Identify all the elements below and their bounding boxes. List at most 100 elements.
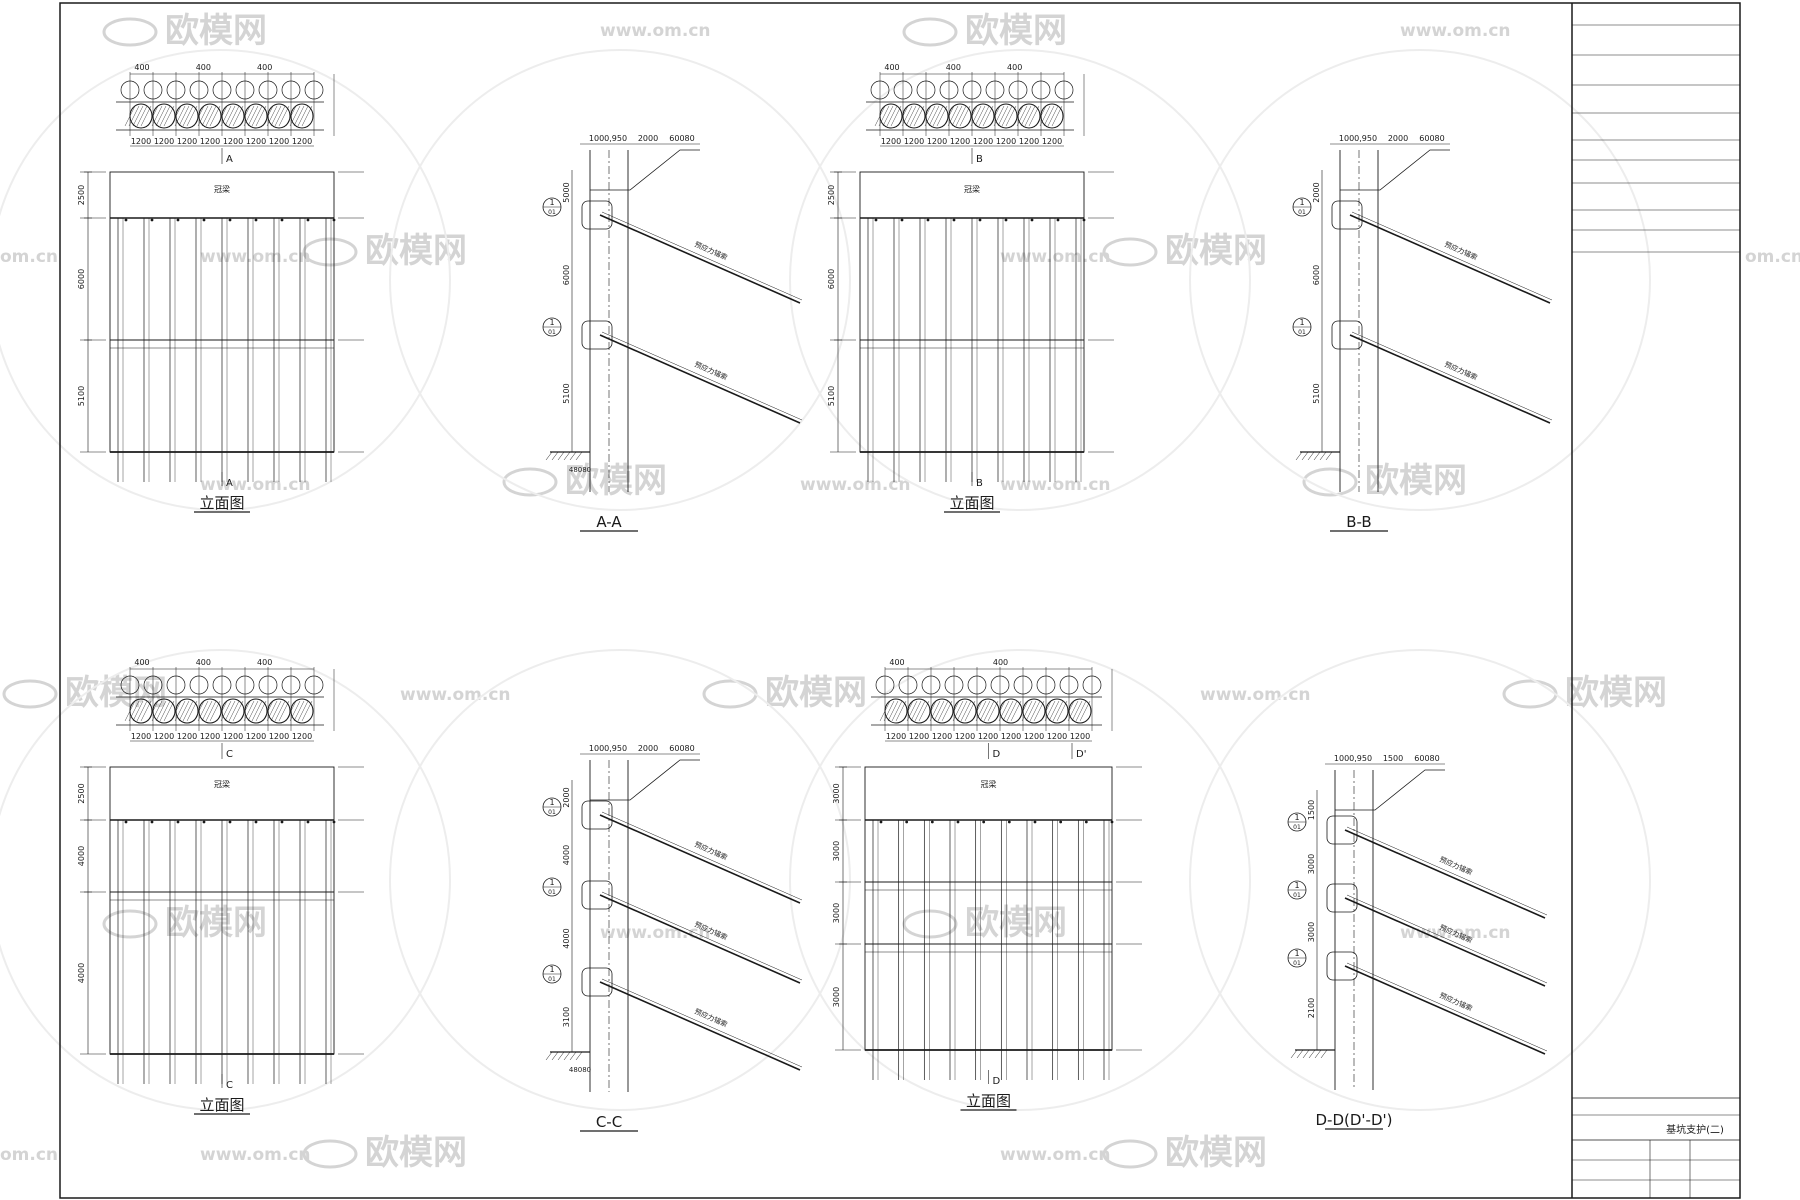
watermark-logo-icon <box>1102 1139 1158 1169</box>
pile-hatch <box>232 105 244 127</box>
vertical-dim: 6000 <box>77 269 86 289</box>
axis-label-2: D' <box>1076 749 1086 760</box>
ground-hatch <box>545 451 553 461</box>
pile-hatch <box>1056 700 1068 722</box>
axis-label-bottom: A <box>226 478 233 489</box>
plan-dim: 1200 <box>996 137 1016 146</box>
detail-bubble-number: 1 <box>1299 318 1304 327</box>
watermark-logo-text: 欧模网 <box>165 11 267 51</box>
plan-dim: 1200 <box>932 732 952 741</box>
section-top-dim: 2000 <box>1388 134 1408 143</box>
plan-dim: 1200 <box>904 137 924 146</box>
pile-hatch <box>952 700 964 722</box>
plan-dim: 1200 <box>1042 137 1062 146</box>
pile-hatch <box>1047 105 1059 127</box>
anchor-detail-box <box>581 320 613 350</box>
plan-dim: 1200 <box>131 137 151 146</box>
plan-dim: 1200 <box>1024 732 1044 741</box>
pile-hatch <box>159 105 171 127</box>
pile-hatch <box>983 700 995 722</box>
watermark-logo-icon <box>1302 467 1358 497</box>
anchor-detail-box <box>581 200 613 230</box>
anchor-head <box>1007 820 1011 824</box>
pile-hatch <box>224 105 236 127</box>
pile-hatch <box>909 105 921 127</box>
ground-hatch <box>569 1051 577 1061</box>
panel-title: B-B <box>1346 513 1371 531</box>
pile-hatch <box>201 105 213 127</box>
plan-dim: 1200 <box>269 137 289 146</box>
watermark-logo-icon <box>302 237 358 267</box>
section-top-dim: 1500 <box>1383 754 1403 763</box>
section-vertical-dim: 5000 <box>562 182 571 202</box>
pile-hatch <box>136 700 148 722</box>
anchor-head <box>332 820 336 824</box>
pile-hatch <box>955 105 967 127</box>
anchor-head <box>1059 820 1063 824</box>
vertical-dim: 5100 <box>77 386 86 406</box>
ground-hatch <box>569 451 577 461</box>
pile-hatch <box>186 700 198 722</box>
plan-dim: 1200 <box>909 732 929 741</box>
section-top-dim: 60080 <box>1414 754 1439 763</box>
pile-hatch <box>297 700 309 722</box>
section-top-dim: 2000 <box>638 134 658 143</box>
vertical-dim: 3000 <box>832 783 841 803</box>
watermark-url-edge: om.cn <box>0 247 58 267</box>
anchor-cable-outline <box>1346 826 1548 916</box>
section-vertical-dim: 4000 <box>562 928 571 948</box>
pile-hatch <box>220 105 232 127</box>
anchor-cable <box>1344 897 1546 987</box>
ground-hatch <box>575 451 583 461</box>
anchor-cable-outline <box>1346 894 1548 984</box>
anchor-head <box>124 820 128 824</box>
plan-dim: 1200 <box>955 732 975 741</box>
vertical-dim: 6000 <box>827 269 836 289</box>
watermark-logo-icon <box>902 909 958 939</box>
pile-hatch <box>151 700 163 722</box>
anchor-cable <box>599 814 801 904</box>
axis-label-bottom: B <box>976 478 983 489</box>
pile-hatch <box>266 700 278 722</box>
pile-hatch <box>197 105 209 127</box>
ground-hatch <box>575 1051 583 1061</box>
watermark-logo-text: 欧模网 <box>965 11 1067 51</box>
anchor-head <box>1084 820 1088 824</box>
watermark-url: www.om.cn <box>200 475 311 495</box>
pile-hatch <box>1052 700 1064 722</box>
pile-hatch <box>247 105 259 127</box>
pile-hatch <box>913 105 925 127</box>
plan-top-dim: 400 <box>257 658 272 667</box>
ground-hatch <box>1295 451 1303 461</box>
cap-label: 冠梁 <box>214 780 230 789</box>
detail-bubble-sheet: 01 <box>548 809 556 816</box>
anchor-head <box>900 218 904 222</box>
anchor-cable-outline <box>601 891 803 981</box>
section-top-dim: 1000,950 <box>589 134 627 143</box>
pile-hatch <box>297 105 309 127</box>
section-vertical-dim: 6000 <box>1312 265 1321 285</box>
pile-hatch <box>186 105 198 127</box>
watermark-logo-text: 欧模网 <box>565 461 667 501</box>
pile-hatch <box>1010 700 1022 722</box>
pile-hatch <box>251 105 263 127</box>
anchor-head <box>228 218 232 222</box>
anchor-head <box>306 820 310 824</box>
pile-hatch <box>209 105 221 127</box>
pile-hatch <box>936 105 948 127</box>
vertical-dim: 3000 <box>832 987 841 1007</box>
section-vertical-dim: 1500 <box>1307 800 1316 820</box>
pile-hatch <box>228 105 240 127</box>
anchor-detail-box <box>581 880 613 910</box>
pile-hatch <box>289 105 301 127</box>
pile-hatch <box>163 105 175 127</box>
plan-dim: 1200 <box>131 732 151 741</box>
anchor-cable <box>599 894 801 984</box>
watermark-url: www.om.cn <box>1400 21 1511 41</box>
anchor-head <box>874 218 878 222</box>
pile-hatch <box>251 700 263 722</box>
plan-dim: 1200 <box>978 732 998 741</box>
ground-hatch <box>563 1051 571 1061</box>
pile-hatch <box>933 700 945 722</box>
axis-label: D <box>993 749 1001 760</box>
